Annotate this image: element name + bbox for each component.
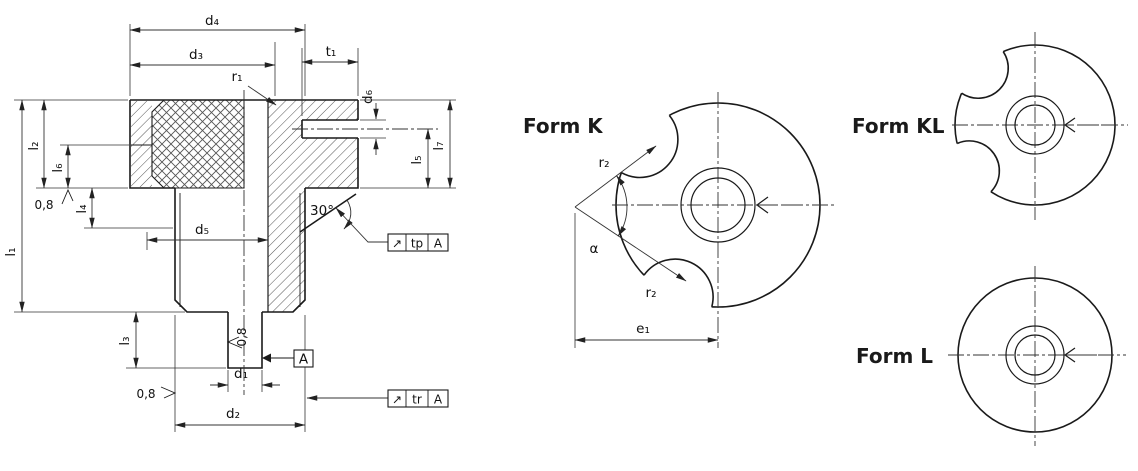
form-k-hole-inner (690, 177, 746, 233)
dim-l2: l₂ (26, 99, 47, 189)
form-k-notch-bottom (643, 258, 714, 308)
tolerance-frame-tp: ↗ tp A (335, 207, 449, 252)
dim-l3: l₃ (117, 311, 139, 369)
dim-l7-label: l₇ (431, 141, 447, 150)
knurl-surface (151, 99, 245, 189)
dim-l2-label: l₂ (26, 141, 42, 150)
tolerance-tr-datum: A (434, 393, 443, 407)
dim-d1: d₁ (210, 366, 280, 388)
dim-r2-bottom-label: r₂ (646, 285, 657, 301)
dim-e1: e₁ (574, 213, 719, 348)
dim-l6: l₆ (50, 144, 71, 189)
runout-arrow-icon: ↗ (392, 237, 402, 251)
dim-d5: d₅ (146, 222, 269, 243)
dim-r2-top: r₂ (574, 145, 657, 208)
form-k-notch-top (620, 114, 679, 179)
extension-lines (14, 24, 456, 432)
part-geometry (129, 90, 438, 395)
tolerance-tr-label: tr (412, 393, 422, 407)
dim-l5: l₅ (409, 128, 431, 189)
datum-a: A (262, 349, 314, 368)
roughness-pin-value: 0,8 (235, 327, 249, 346)
roughness-thread-value: 0,8 (136, 387, 155, 401)
roughness-flange: 0,8 (34, 188, 74, 212)
dim-d2: d₂ (174, 406, 306, 428)
tolerance-tp-label: tp (411, 237, 423, 251)
dim-d4-label: d₄ (205, 13, 219, 29)
hatch-left-wall (131, 101, 152, 187)
roughness-pin: 0,8 (226, 327, 249, 349)
form-kl-notch-top (961, 51, 1010, 100)
cone-seat-edge (299, 193, 357, 233)
tolerance-frame-tr: ↗ tr A (306, 389, 449, 408)
dim-alpha: α (590, 175, 628, 257)
dim-l1-label: l₁ (3, 247, 19, 256)
dim-t1: t₁ (301, 44, 359, 65)
dim-d3: d₃ (129, 47, 276, 68)
dim-d4: d₄ (129, 13, 306, 33)
runout-arrow-icon: ↗ (392, 393, 402, 407)
form-k-view: Form K r₂ r₂ α e₁ (523, 92, 836, 348)
dim-r2-top-label: r₂ (599, 155, 610, 171)
dim-l6-label: l₆ (50, 163, 66, 172)
dim-t1-label: t₁ (326, 44, 337, 60)
dim-d6-label: d₆ (360, 90, 376, 104)
form-l-label: Form L (856, 344, 933, 368)
roughness-flange-value: 0,8 (34, 198, 53, 212)
dim-d1-label: d₁ (234, 366, 248, 382)
form-k-thread-arrow-icon (755, 196, 800, 214)
dim-d2-label: d₂ (226, 406, 240, 422)
hatch-head-right (268, 100, 358, 188)
form-l-view: Form L (856, 266, 1126, 446)
dim-r1-label: r₁ (232, 69, 243, 85)
form-l-hole-inner (1014, 334, 1056, 376)
dim-l3-label: l₃ (117, 336, 133, 345)
dim-e1-label: e₁ (636, 321, 650, 337)
dim-r1: r₁ (232, 69, 277, 106)
dim-l7: l₇ (431, 99, 453, 189)
dim-d3-label: d₃ (189, 47, 203, 63)
dim-l5-label: l₅ (409, 155, 425, 164)
dim-alpha-label: α (590, 241, 599, 257)
dim-l4-label: l₄ (74, 204, 90, 213)
form-kl-label: Form KL (852, 114, 945, 138)
tolerance-tp-datum: A (434, 237, 443, 251)
form-l-thread-arrow-icon (1063, 347, 1102, 363)
dim-l4: l₄ (74, 187, 95, 229)
dim-angle-label: 30° (310, 203, 334, 219)
dim-d6: d₆ (360, 90, 379, 155)
form-kl-thread-arrow-icon (1063, 117, 1102, 133)
dim-l1: l₁ (3, 99, 25, 313)
dim-angle-30: 30° (310, 199, 353, 230)
form-kl-view: Form KL (852, 32, 1128, 220)
datum-a-label: A (299, 352, 309, 368)
form-kl-notch-bottom (956, 140, 1001, 193)
form-kl-hole-inner (1014, 104, 1056, 146)
dim-d5-label: d₅ (195, 222, 209, 238)
form-k-label: Form K (523, 114, 604, 138)
roughness-thread: 0,8 (136, 386, 177, 401)
section-view: d₄ d₃ t₁ r₁ d₆ l₂ l₆ l₄ (3, 13, 456, 432)
dim-r2-bottom: r₂ (574, 206, 687, 301)
hatch-shank-right (268, 188, 305, 312)
form-k-hole-outer (680, 167, 756, 243)
